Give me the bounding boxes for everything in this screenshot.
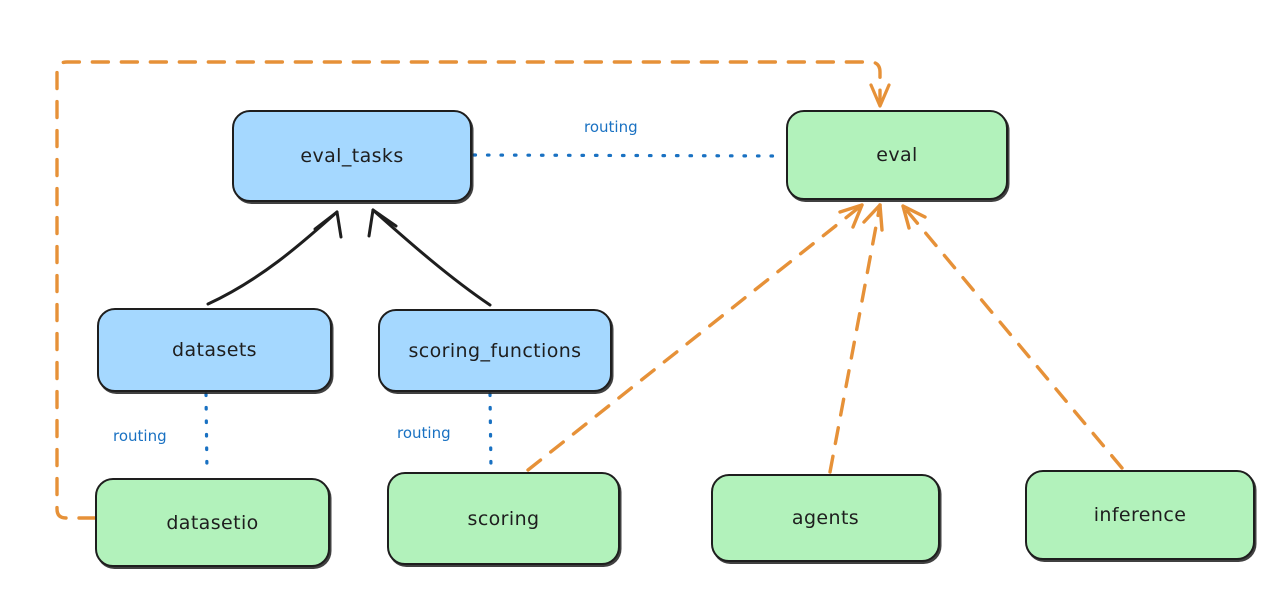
node-datasets-label: datasets	[172, 339, 257, 361]
node-scoring-functions[interactable]: scoring_functions	[378, 309, 612, 392]
edge-datasets-to-eval-tasks	[206, 210, 343, 306]
node-scoring-functions-label: scoring_functions	[408, 339, 582, 362]
node-agents[interactable]: agents	[711, 474, 940, 562]
edge-label-routing-datasets-datasetio: routing	[113, 427, 167, 445]
node-datasetio-label: datasetio	[166, 511, 259, 534]
edge-label-routing-eval-tasks-eval: routing	[584, 118, 638, 136]
edge-scoring-functions-to-scoring	[488, 392, 493, 472]
edge-datasets-to-datasetio	[204, 392, 209, 476]
node-eval[interactable]: eval	[786, 110, 1008, 200]
node-scoring-label: scoring	[467, 507, 540, 530]
node-agents-label: agents	[791, 507, 860, 529]
node-eval-tasks[interactable]: eval_tasks	[232, 110, 472, 202]
node-inference-label: inference	[1093, 504, 1187, 526]
node-datasetio[interactable]: datasetio	[95, 478, 330, 567]
edge-datasetio-to-eval	[55, 60, 891, 520]
node-eval-tasks-label: eval_tasks	[300, 145, 404, 167]
node-scoring[interactable]: scoring	[387, 472, 620, 565]
edge-inference-to-eval	[901, 204, 1124, 470]
edge-eval-tasks-to-eval	[472, 153, 786, 158]
edge-label-routing-scoring-functions-scoring: routing	[397, 424, 451, 442]
edge-agents-to-eval	[828, 203, 884, 474]
node-inference[interactable]: inference	[1025, 470, 1255, 560]
edge-scoring-functions-to-eval-tasks	[367, 208, 492, 307]
node-eval-label: eval	[876, 144, 918, 166]
node-datasets[interactable]: datasets	[97, 308, 332, 392]
